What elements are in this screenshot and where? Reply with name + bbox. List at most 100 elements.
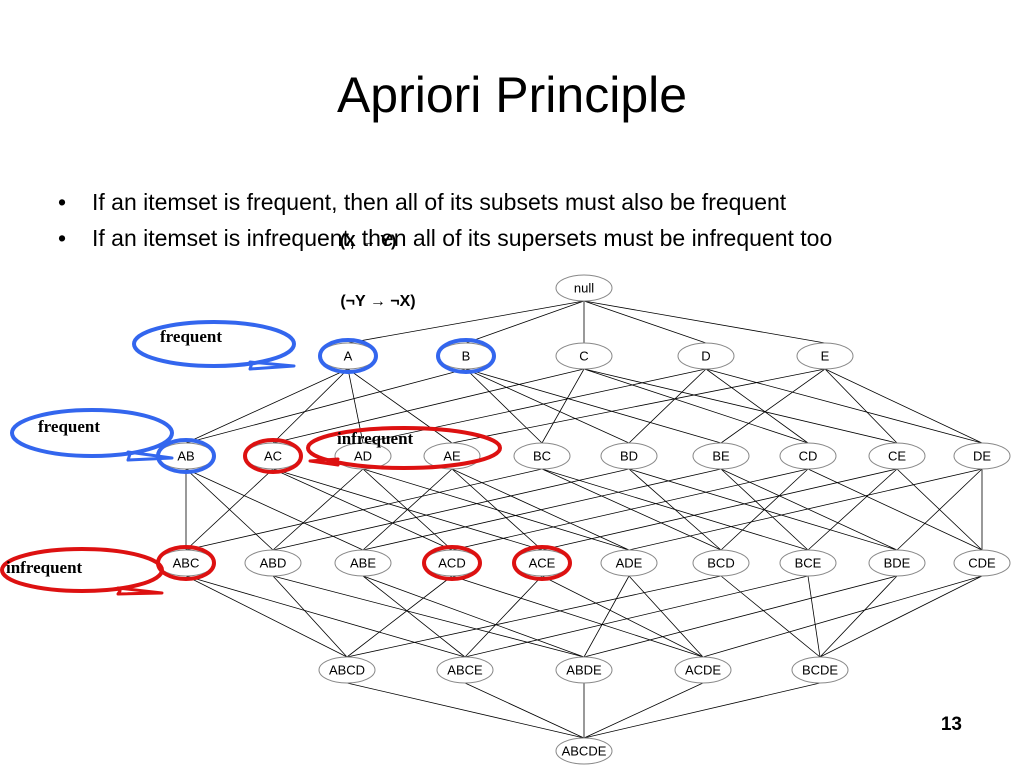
annotation-callouts: frequent frequent infrequent infrequent xyxy=(0,320,502,596)
itemset-node: BC xyxy=(513,442,571,470)
itemset-node-label: ABE xyxy=(350,555,376,570)
bullet-item: If an itemset is infrequent, then all of… xyxy=(58,220,832,256)
lattice-edge xyxy=(346,575,722,658)
itemset-node: ABDE xyxy=(555,656,613,684)
lattice-edge xyxy=(272,575,348,658)
itemset-node: ABCDE xyxy=(555,737,613,765)
itemset-node-label: ABCDE xyxy=(562,743,607,758)
highlight-circle xyxy=(436,338,496,374)
callout-bubble xyxy=(306,426,502,470)
itemset-node-label: BCE xyxy=(795,555,822,570)
lattice-edge xyxy=(896,468,983,551)
lattice-edge xyxy=(464,575,543,658)
itemset-node-ellipse xyxy=(779,549,837,577)
slide-title: Apriori Principle xyxy=(336,67,688,123)
lattice-edge xyxy=(464,682,585,739)
lattice-edge xyxy=(720,575,821,658)
callout-bubble xyxy=(10,408,174,458)
itemset-node: ACD xyxy=(423,549,481,577)
lattice-edge xyxy=(583,682,821,739)
itemset-node: A xyxy=(319,342,377,370)
itemset-node-ellipse xyxy=(600,549,658,577)
bullet-list: If an itemset is frequent, then all of i… xyxy=(58,184,832,256)
lattice-edge xyxy=(583,300,826,344)
lattice-edge xyxy=(583,300,707,344)
itemset-node: BE xyxy=(692,442,750,470)
lattice-edge xyxy=(362,575,585,658)
itemset-node-ellipse xyxy=(796,342,854,370)
itemset-node-ellipse xyxy=(555,656,613,684)
itemset-node-label: AC xyxy=(264,448,282,463)
itemset-node-label: BC xyxy=(533,448,551,463)
lattice-edges xyxy=(185,300,983,739)
itemset-node: ACDE xyxy=(674,656,732,684)
itemset-node-label: ACDE xyxy=(685,662,721,677)
itemset-node: null xyxy=(555,274,613,302)
itemset-node-ellipse xyxy=(779,442,837,470)
itemset-node-label: D xyxy=(701,348,710,363)
itemset-node-ellipse xyxy=(674,656,732,684)
itemset-node: B xyxy=(437,342,495,370)
itemset-node-ellipse xyxy=(677,342,735,370)
lattice-edge xyxy=(541,468,898,551)
itemset-node: ADE xyxy=(600,549,658,577)
lattice-edge xyxy=(185,468,364,551)
itemset-node-label: CDE xyxy=(968,555,996,570)
lattice-edge xyxy=(465,300,585,344)
itemset-node: ACE xyxy=(513,549,571,577)
itemset-node-ellipse xyxy=(868,549,926,577)
itemset-node-ellipse xyxy=(600,442,658,470)
lattice-edge xyxy=(451,575,704,658)
callout-label: infrequent xyxy=(6,558,83,577)
itemset-node-ellipse xyxy=(555,737,613,765)
lattice-edge xyxy=(272,368,585,444)
itemset-node-ellipse xyxy=(334,549,392,577)
lattice-edge xyxy=(346,575,453,658)
itemset-node-label: ABDE xyxy=(566,662,602,677)
lattice-edge xyxy=(702,575,983,658)
lattice-edge xyxy=(272,575,585,658)
lattice-edge xyxy=(628,468,722,551)
itemset-node-label: A xyxy=(344,348,353,363)
lattice-edge xyxy=(583,575,630,658)
itemset-node-label: ACE xyxy=(529,555,556,570)
lattice-edge xyxy=(185,468,274,551)
callout-tail xyxy=(308,457,340,467)
lattice-edge xyxy=(465,368,543,444)
itemset-node-label: ABC xyxy=(173,555,200,570)
lattice-edge xyxy=(451,468,543,551)
lattice-edge xyxy=(362,575,466,658)
itemset-node-ellipse xyxy=(436,656,494,684)
itemset-node-ellipse xyxy=(868,442,926,470)
itemset-node-label: ABCD xyxy=(329,662,365,677)
lattice-edge xyxy=(583,575,898,658)
page-number: 13 xyxy=(940,714,962,735)
itemset-node-ellipse xyxy=(953,442,1011,470)
itemset-node-label: C xyxy=(579,348,588,363)
itemset-node-ellipse xyxy=(555,342,613,370)
lattice-edge xyxy=(824,368,983,444)
itemset-node-label: BDE xyxy=(884,555,911,570)
highlight-circle xyxy=(512,545,572,581)
lattice-edge xyxy=(819,575,983,658)
itemset-node-label: BD xyxy=(620,448,638,463)
itemset-node-label: ADE xyxy=(616,555,643,570)
callout-label: frequent xyxy=(38,417,100,436)
itemset-node-label: CE xyxy=(888,448,906,463)
callout-label: infrequent xyxy=(337,429,414,448)
itemset-node: ABC xyxy=(157,549,215,577)
itemset-node: CDE xyxy=(953,549,1011,577)
lattice-edge xyxy=(819,575,898,658)
itemset-node-label: CD xyxy=(799,448,818,463)
itemset-node: DE xyxy=(953,442,1011,470)
lattice-edge xyxy=(720,468,809,551)
itemset-node-ellipse xyxy=(555,274,613,302)
lattice-edge xyxy=(705,368,983,444)
itemset-node-label: AB xyxy=(177,448,194,463)
callout-bubble xyxy=(0,547,164,593)
itemset-node: C xyxy=(555,342,613,370)
callout-frequent: frequent xyxy=(132,320,296,371)
callout-tail xyxy=(116,586,164,596)
lattice-edge xyxy=(807,468,983,551)
